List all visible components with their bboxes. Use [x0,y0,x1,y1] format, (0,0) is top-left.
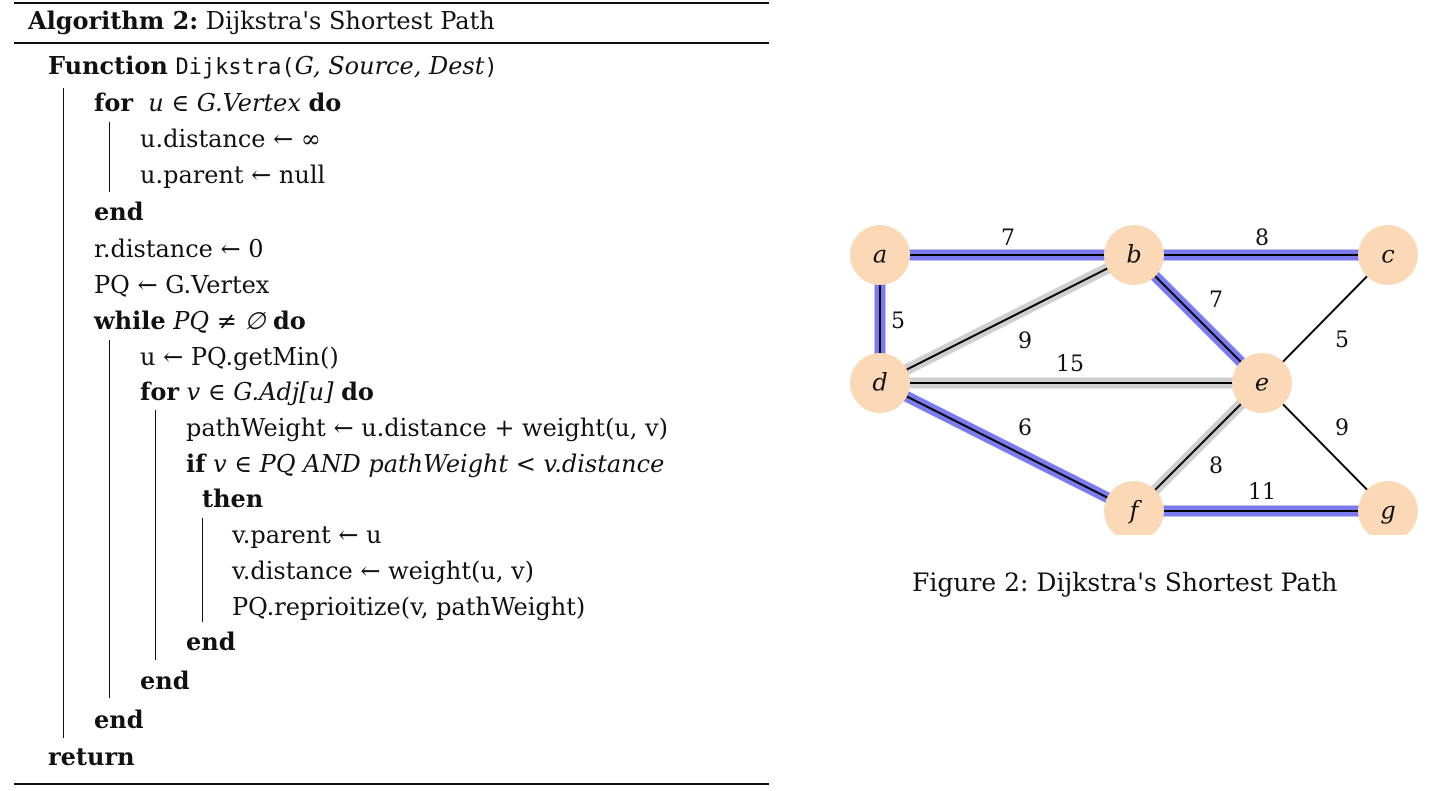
for-scope-bar [109,122,111,192]
node-label-e: e [1255,369,1269,397]
node-a [850,225,910,285]
do-keyword: do [308,88,342,117]
set-distance-line: v.distance ← weight(u, v) [232,557,535,585]
edge-e-f [1133,382,1263,512]
node-c [1358,225,1418,285]
function-name: Dijkstra( [175,55,295,80]
if-scope-bar [202,518,204,622]
node-label-b: b [1126,241,1141,269]
function-keyword: Function [48,51,168,80]
end-while-line: end [94,705,144,734]
edge-weight-a-b: 7 [1001,226,1015,251]
end-for-line: end [94,197,144,226]
while-keyword: while [94,306,166,335]
end-inner-for-line: end [140,666,190,695]
edge-d-b [879,254,1135,384]
edge-weight-a-d: 5 [891,309,905,334]
edge-weight-b-e: 7 [1209,288,1223,313]
inner-for-scope-bar [155,410,157,660]
while-line: while PQ ≠ ∅ do [94,306,306,336]
caption-rule [14,42,769,44]
edge-weight-d-f: 6 [1018,416,1032,441]
if-line: if v ∈ PQ AND pathWeight < v.distance [186,449,665,479]
node-label-c: c [1381,241,1394,269]
edge-b-e [1133,254,1263,384]
edge-weight-f-g: 11 [1248,480,1276,505]
function-line: Function Dijkstra(G, Source, Dest) [48,52,498,82]
r-distance-line: r.distance ← 0 [94,235,264,263]
edge-weight-e-g: 9 [1335,416,1349,441]
algorithm-caption: Algorithm 2: Dijkstra's Shortest Path [28,6,495,35]
while-scope-bar [109,340,111,698]
edge-weight-c-e: 5 [1335,328,1349,353]
algorithm-title: Dijkstra's Shortest Path [205,7,495,35]
node-b [1104,225,1164,285]
node-e [1232,353,1292,413]
node-label-d: d [872,369,887,397]
if-keyword: if [186,449,206,478]
node-g [1358,481,1418,535]
inner-for-line: for v ∈ G.Adj[u] do [140,377,374,407]
edge-weight-b-c: 8 [1255,226,1269,251]
function-scope-bar [63,88,65,738]
distance-init-line: u.distance ← ∞ [140,125,321,153]
pq-init-line: PQ ← G.Vertex [94,271,270,299]
getmin-line: u ← PQ.getMin() [140,343,339,371]
while-do-keyword: do [273,306,306,335]
reprioritize-line: PQ.reprioitize(v, pathWeight) [232,593,586,621]
node-label-g: g [1380,497,1395,525]
return-line: return [48,742,135,771]
top-rule [14,2,769,4]
algorithm-block: Algorithm 2: Dijkstra's Shortest Path Fu… [14,0,769,791]
algorithm-label: Algorithm 2: [28,6,199,35]
inner-for-expression: v ∈ G.Adj[u] [186,378,334,406]
edge-d-f [879,382,1135,512]
pathweight-line: pathWeight ← u.distance + weight(u, v) [186,414,668,442]
for-expression: u ∈ G.Vertex [148,89,301,117]
inner-do-keyword: do [341,377,374,406]
for-keyword: for [94,88,133,117]
for-line: for u ∈ G.Vertex do [94,88,342,118]
figure-caption: Figure 2: Dijkstra's Shortest Path [912,568,1338,597]
end-if-line: end [186,627,236,656]
node-f [1104,481,1164,535]
then-keyword: then [202,484,264,513]
function-args: G, Source, Dest [294,52,485,80]
bottom-rule [14,783,769,785]
inner-for-keyword: for [140,377,179,406]
set-parent-line: v.parent ← u [232,521,382,549]
node-d [850,353,910,413]
function-close: ) [484,55,498,80]
edge-weight-d-b: 9 [1018,329,1032,354]
parent-init-line: u.parent ← null [140,161,326,189]
edge-weight-d-e: 15 [1056,352,1084,377]
if-expression: v ∈ PQ AND pathWeight < v.distance [213,450,665,478]
edge-weight-e-f: 8 [1209,454,1223,479]
node-label-a: a [873,241,887,269]
while-expression: PQ ≠ ∅ [173,307,266,335]
